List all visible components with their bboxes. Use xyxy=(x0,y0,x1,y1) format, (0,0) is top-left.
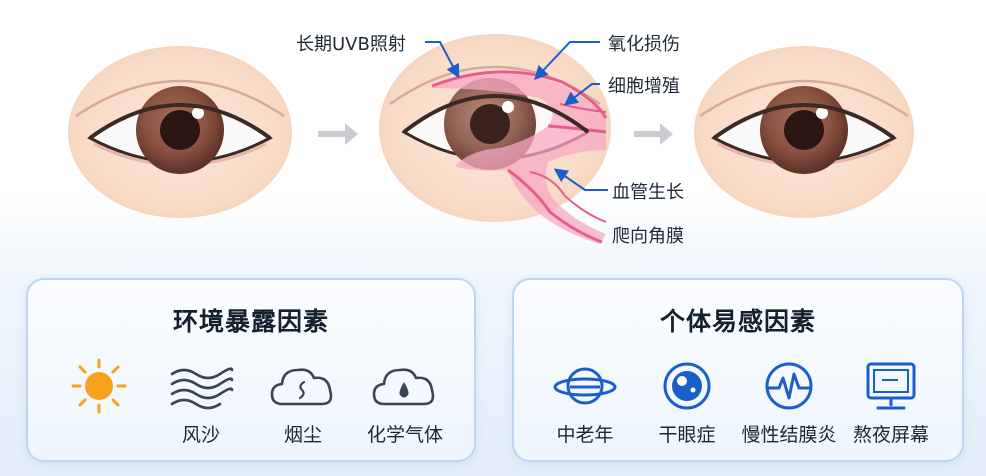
panel-environment-title: 环境暴露因素 xyxy=(172,307,329,336)
smoke-icon xyxy=(270,368,333,406)
leader-vessel xyxy=(553,168,608,191)
label-cornea: 爬向角膜 xyxy=(612,226,684,247)
label-oxidation: 氧化损伤 xyxy=(608,34,680,55)
panel-susceptibility: 个体易感因素 中老年 干眼症 慢性结膜炎 xyxy=(512,278,964,462)
arrow-right-1 xyxy=(318,123,358,145)
chemical-gas-icon xyxy=(372,368,435,406)
pulse-icon xyxy=(765,362,813,410)
sus-item-dry-eye: 干眼症 xyxy=(632,358,742,447)
env-item-chemical-label: 化学气体 xyxy=(366,424,443,446)
leader-proliferation xyxy=(563,83,600,106)
sus-item-screen-label: 熬夜屏幕 xyxy=(852,424,929,446)
monitor-icon xyxy=(866,362,916,410)
env-item-smoke-label: 烟尘 xyxy=(283,424,322,446)
env-item-chemical: 化学气体 xyxy=(350,358,460,447)
leader-oxidation xyxy=(534,41,600,81)
label-proliferation: 细胞增殖 xyxy=(608,76,680,97)
label-uvb: 长期UVB照射 xyxy=(296,34,406,55)
wind-icon xyxy=(170,367,234,410)
sus-item-elderly-label: 中老年 xyxy=(556,424,614,446)
sus-item-screen: 熬夜屏幕 xyxy=(836,358,946,447)
panel-environment: 环境暴露因素 风沙 烟尘 xyxy=(26,278,476,462)
arrow-right-2 xyxy=(634,123,673,145)
env-item-smoke: 烟尘 xyxy=(248,358,358,447)
env-item-wind: 风沙 xyxy=(146,358,256,447)
dry-eye-icon xyxy=(663,362,711,410)
eye-healthy-right xyxy=(694,46,914,218)
panel-susceptibility-title: 个体易感因素 xyxy=(659,307,816,336)
eye-pterygium-middle xyxy=(379,34,611,245)
sus-item-conjunctivitis: 慢性结膜炎 xyxy=(734,358,844,447)
pterygium-diagram: 长期UVB照射 氧化损伤 细胞增殖 血管生长 爬向角膜 xyxy=(68,34,914,247)
leader-uvb xyxy=(425,41,460,79)
sus-item-dry-eye-label: 干眼症 xyxy=(658,424,716,446)
diagram-canvas xyxy=(68,34,914,245)
label-vessel: 血管生长 xyxy=(612,182,684,203)
eye-healthy-left xyxy=(68,46,292,218)
env-item-wind-label: 风沙 xyxy=(181,424,220,446)
sun-icon xyxy=(71,358,127,414)
planet-icon xyxy=(553,367,617,405)
sus-item-conjunctivitis-label: 慢性结膜炎 xyxy=(741,424,837,446)
env-item-sun xyxy=(44,358,154,420)
sus-item-elderly: 中老年 xyxy=(530,358,640,447)
